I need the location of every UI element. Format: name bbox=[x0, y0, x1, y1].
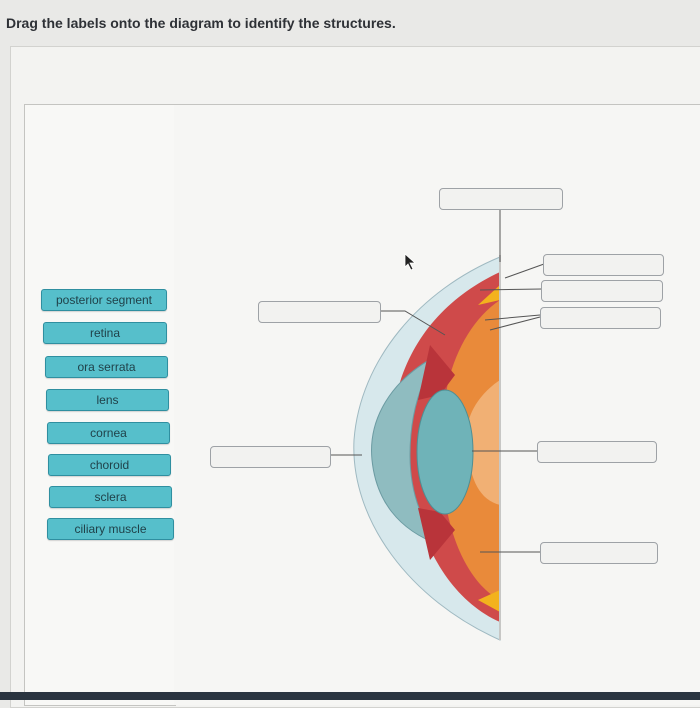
drop-target-left-upper[interactable] bbox=[258, 301, 381, 323]
label-chip-choroid[interactable]: choroid bbox=[48, 454, 171, 476]
vitreous-highlight bbox=[466, 380, 500, 505]
label-chip-ciliary-muscle[interactable]: ciliary muscle bbox=[47, 518, 174, 540]
drop-target-top[interactable] bbox=[439, 188, 563, 210]
drop-target-right-4[interactable] bbox=[537, 441, 657, 463]
label-chip-sclera[interactable]: sclera bbox=[49, 486, 172, 508]
ciliary-body bbox=[418, 345, 455, 400]
mouse-cursor-icon bbox=[404, 253, 417, 271]
label-chip-lens[interactable]: lens bbox=[46, 389, 169, 411]
drop-target-right-3[interactable] bbox=[540, 307, 661, 329]
drop-target-left-lower[interactable] bbox=[210, 446, 331, 468]
instruction-text: Drag the labels onto the diagram to iden… bbox=[6, 15, 396, 31]
lens-shape bbox=[416, 389, 474, 515]
label-chip-ora-serrata[interactable]: ora serrata bbox=[45, 356, 168, 378]
label-chip-posterior-segment[interactable]: posterior segment bbox=[41, 289, 167, 311]
drop-target-right-5[interactable] bbox=[540, 542, 658, 564]
label-chip-retina[interactable]: retina bbox=[43, 322, 167, 344]
drop-target-right-1[interactable] bbox=[543, 254, 664, 276]
label-chip-cornea[interactable]: cornea bbox=[47, 422, 170, 444]
bottom-bar bbox=[0, 692, 700, 700]
drop-target-right-2[interactable] bbox=[541, 280, 663, 302]
